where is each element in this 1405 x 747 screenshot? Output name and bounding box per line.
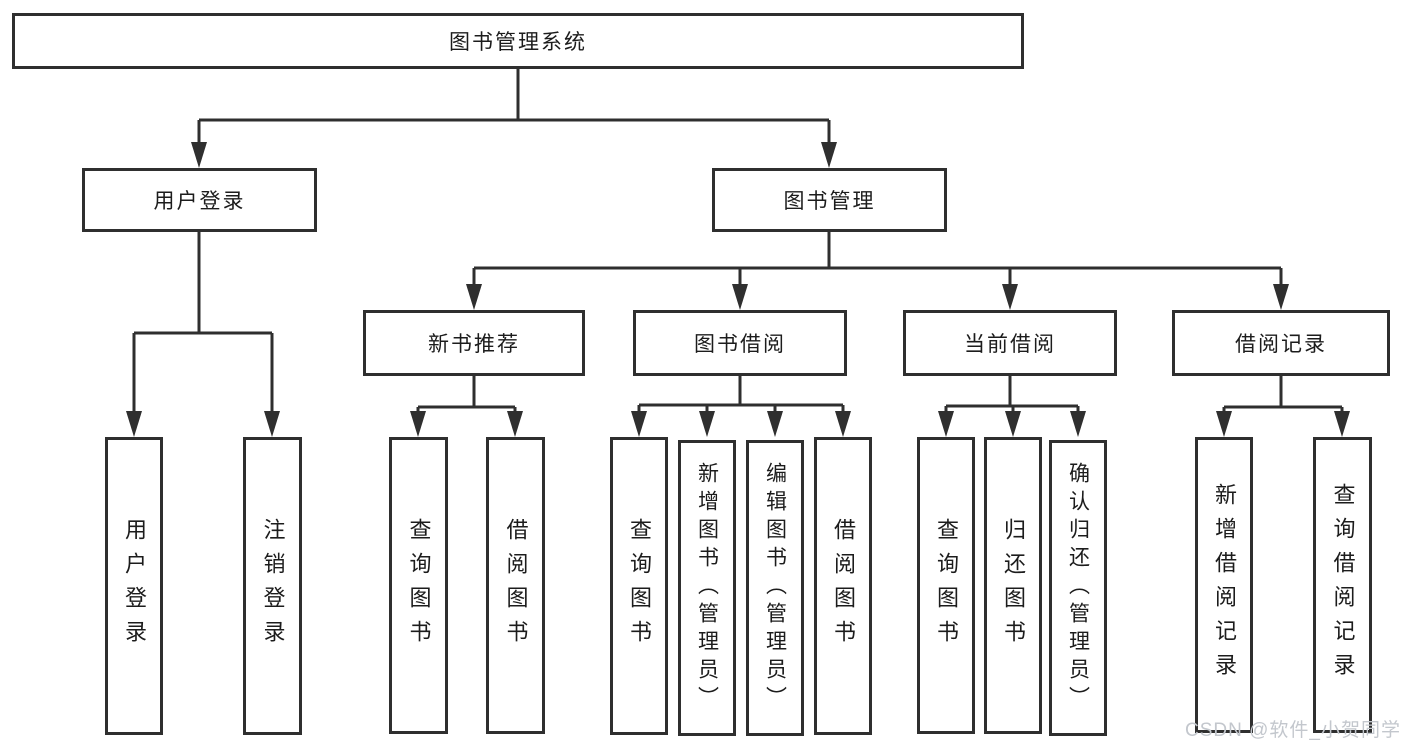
node-label-leaf-return-books: 归还图书 bbox=[1001, 517, 1026, 654]
connector-line bbox=[416, 376, 517, 427]
node-leaf-user-login: 用户登录 bbox=[105, 437, 163, 735]
node-user-login: 用户登录 bbox=[82, 168, 317, 232]
node-label-leaf-edit-books: 编辑图书（管理员） bbox=[763, 462, 787, 714]
connector-arrowhead bbox=[821, 142, 837, 168]
connector-line bbox=[472, 232, 1283, 300]
connector-line bbox=[132, 232, 274, 427]
connector-arrowhead bbox=[264, 411, 280, 437]
connector-arrowhead bbox=[191, 142, 207, 168]
node-label-book-borrow: 图书借阅 bbox=[694, 333, 786, 356]
connector-arrowhead bbox=[732, 284, 748, 310]
connector-arrowhead bbox=[410, 411, 426, 437]
node-label-leaf-add-books: 新增图书（管理员） bbox=[695, 462, 719, 714]
node-leaf-query-borrow-record: 查询借阅记录 bbox=[1313, 437, 1372, 733]
node-label-leaf-borrow-books-2: 借阅图书 bbox=[831, 518, 856, 654]
node-leaf-query-books-2: 查询图书 bbox=[610, 437, 668, 735]
node-leaf-logout: 注销登录 bbox=[243, 437, 302, 735]
node-label-book-mgmt: 图书管理 bbox=[783, 190, 876, 213]
node-label-root: 图书管理系统 bbox=[449, 31, 587, 54]
node-leaf-return-books: 归还图书 bbox=[984, 437, 1042, 734]
connector-arrowhead bbox=[1334, 411, 1350, 437]
connector-arrowhead bbox=[1273, 284, 1289, 310]
node-label-leaf-query-books-2: 查询图书 bbox=[627, 518, 652, 654]
node-leaf-borrow-books-1: 借阅图书 bbox=[486, 437, 545, 734]
node-label-borrow-records: 借阅记录 bbox=[1235, 333, 1327, 356]
node-leaf-query-books-3: 查询图书 bbox=[917, 437, 975, 734]
connector-arrowhead bbox=[767, 411, 783, 437]
node-label-leaf-add-borrow-record: 新增借阅记录 bbox=[1212, 483, 1237, 687]
node-leaf-add-books: 新增图书（管理员） bbox=[678, 440, 736, 736]
node-new-book-rec: 新书推荐 bbox=[363, 310, 585, 376]
node-leaf-borrow-books-2: 借阅图书 bbox=[814, 437, 872, 735]
node-current-borrow: 当前借阅 bbox=[903, 310, 1117, 376]
connector-arrowhead bbox=[1070, 411, 1086, 437]
connector-arrowhead bbox=[1005, 411, 1021, 437]
connector-arrowhead bbox=[699, 411, 715, 437]
node-label-leaf-logout: 注销登录 bbox=[260, 518, 286, 654]
node-leaf-edit-books: 编辑图书（管理员） bbox=[746, 440, 804, 736]
node-label-leaf-confirm-return: 确认归还（管理员） bbox=[1066, 462, 1090, 714]
node-leaf-query-books-1: 查询图书 bbox=[389, 437, 448, 734]
node-leaf-add-borrow-record: 新增借阅记录 bbox=[1195, 437, 1253, 733]
connector-arrowhead bbox=[835, 411, 851, 437]
node-label-leaf-borrow-books-1: 借阅图书 bbox=[503, 517, 529, 654]
connector-arrowhead bbox=[1216, 411, 1232, 437]
connector-arrowhead bbox=[466, 284, 482, 310]
connector-arrowhead bbox=[507, 411, 523, 437]
connector-arrowhead bbox=[938, 411, 954, 437]
node-leaf-confirm-return: 确认归还（管理员） bbox=[1049, 440, 1107, 736]
connector-line bbox=[637, 376, 845, 427]
node-label-leaf-query-borrow-record: 查询借阅记录 bbox=[1330, 483, 1356, 687]
node-label-leaf-query-books-3: 查询图书 bbox=[934, 517, 959, 654]
connector-arrowhead bbox=[126, 411, 142, 437]
node-borrow-records: 借阅记录 bbox=[1172, 310, 1390, 376]
node-root: 图书管理系统 bbox=[12, 13, 1024, 69]
node-label-current-borrow: 当前借阅 bbox=[964, 333, 1056, 356]
node-label-leaf-query-books-1: 查询图书 bbox=[406, 517, 432, 654]
node-label-new-book-rec: 新书推荐 bbox=[428, 333, 520, 356]
node-book-mgmt: 图书管理 bbox=[712, 168, 947, 232]
node-label-user-login: 用户登录 bbox=[153, 190, 246, 213]
node-book-borrow: 图书借阅 bbox=[633, 310, 847, 376]
node-label-leaf-user-login: 用户登录 bbox=[122, 518, 147, 654]
connector-arrowhead bbox=[631, 411, 647, 437]
connector-line bbox=[197, 69, 831, 158]
connector-line bbox=[1222, 376, 1344, 427]
watermark: CSDN @软件_小贺同学 bbox=[1185, 720, 1401, 741]
connector-arrowhead bbox=[1002, 284, 1018, 310]
